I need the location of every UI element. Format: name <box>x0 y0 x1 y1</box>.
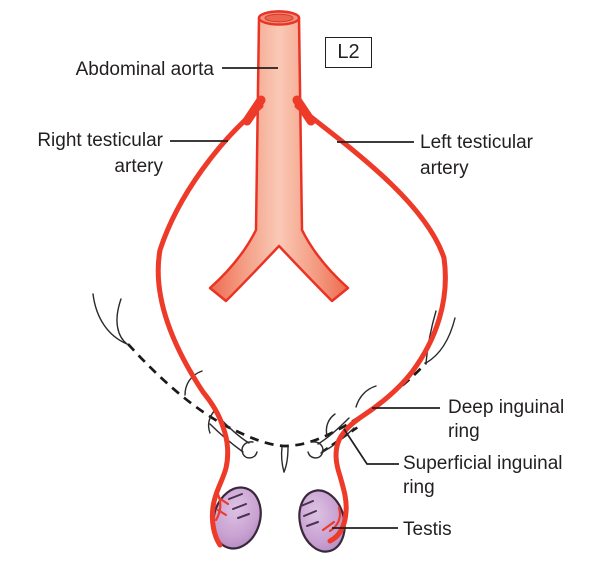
inguinal-ligament-dashed-line <box>127 343 427 448</box>
right-iliac-spine-curve <box>425 317 456 364</box>
pubic-midline-1 <box>280 446 285 473</box>
right-testicular-artery-vessel <box>155 103 264 548</box>
right-aponeurosis-upper <box>317 417 350 445</box>
left-iliac-spine-curve2 <box>116 298 128 345</box>
pubic-midline-2 <box>283 446 289 473</box>
label-line: Superficial inguinal <box>403 453 563 474</box>
right-superficial-ring-edge <box>325 413 336 437</box>
left-testis-branch-2 <box>328 506 342 533</box>
right-testis-branch-1 <box>214 490 222 522</box>
superficial-inguinal-ring-leader <box>343 428 399 465</box>
aorta-lumen <box>264 13 294 23</box>
hatch-mark <box>303 510 317 517</box>
label-line: ring <box>403 477 435 498</box>
label-line: artery <box>114 156 163 177</box>
testicular-artery-branches <box>214 490 342 533</box>
label-left-testicular-artery: Left testicular artery <box>420 130 533 182</box>
label-deep-inguinal-ring: Deep inguinal ring <box>448 396 564 444</box>
vertebra-level-box: L2 <box>325 37 372 68</box>
label-right-testicular-artery: Right testicular artery <box>37 128 163 180</box>
pubic-curl-left <box>241 441 258 459</box>
left-superficial-ring-edge <box>207 409 216 434</box>
leader-lines <box>170 67 440 529</box>
label-line: Deep inguinal <box>448 397 565 418</box>
right-deep-ring-edge <box>355 385 377 408</box>
label-abdominal-aorta: Abdominal aorta <box>75 59 214 80</box>
testis-hatch-marks <box>228 493 319 527</box>
vertebra-level-label: L2 <box>337 41 360 63</box>
label-line: artery <box>420 158 469 179</box>
hatch-mark <box>300 500 314 507</box>
label-line: Left testicular <box>420 132 533 153</box>
left-deep-ring-edge <box>184 370 203 396</box>
right-testis-branch-2 <box>217 496 230 506</box>
label-line: Right testicular <box>37 130 163 151</box>
inguinal-ligament-dashed-segment <box>321 426 359 453</box>
hatch-mark <box>228 493 243 500</box>
left-iliac-spine-curve <box>92 293 128 345</box>
label-line: ring <box>448 421 480 442</box>
label-testis: Testis <box>403 519 452 540</box>
pubic-curl-right <box>307 441 324 459</box>
left-testicular-artery-vessel <box>294 103 448 544</box>
label-superficial-inguinal-ring: Superficial inguinal ring <box>403 452 563 500</box>
hatch-mark <box>306 521 319 527</box>
right-testis-branch-3 <box>216 508 228 517</box>
hatch-mark <box>237 513 250 519</box>
hatch-mark <box>232 503 247 510</box>
left-testis-branch-1 <box>321 520 336 532</box>
